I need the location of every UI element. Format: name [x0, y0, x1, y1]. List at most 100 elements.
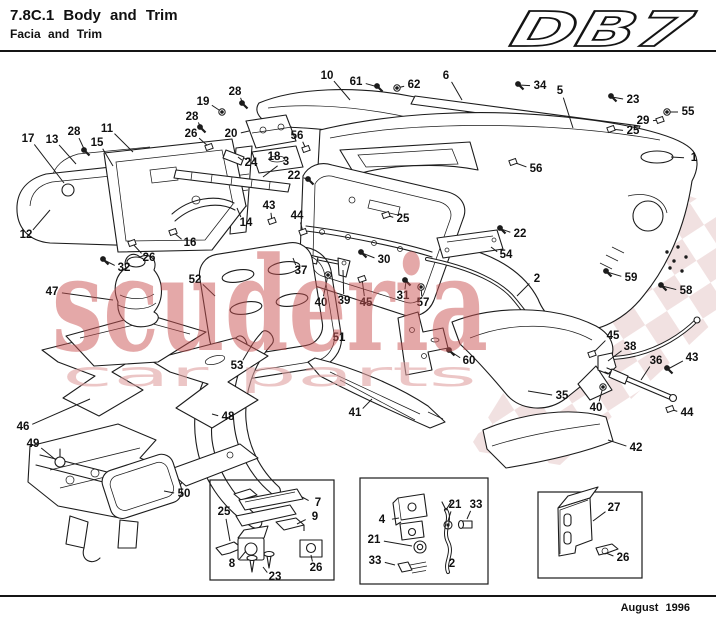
part-hinge-rail-and-brackets	[173, 114, 304, 193]
part-label-3: 3	[283, 156, 289, 168]
leader-line-10	[333, 80, 351, 101]
part-label-29: 29	[637, 115, 650, 127]
watermark-word2: car parts	[62, 355, 477, 395]
leader-line-21	[447, 511, 452, 522]
fastener-screw-icon	[515, 81, 525, 91]
leader-line-47	[61, 292, 114, 301]
part-label-56: 56	[291, 130, 304, 142]
part-label-50: 50	[178, 488, 191, 500]
part-label-38: 38	[624, 341, 637, 353]
part-label-21: 21	[368, 534, 381, 546]
leader-line-15	[102, 148, 114, 167]
part-label-36: 36	[650, 355, 663, 367]
part-trim-panel	[482, 411, 614, 469]
leader-line-33	[466, 510, 472, 520]
leader-line-50	[163, 490, 175, 494]
db7-logo: DB7	[505, 3, 699, 58]
fastener-clip-icon	[301, 144, 311, 154]
header-rule	[0, 50, 716, 52]
leader-line-53	[242, 344, 253, 361]
fastener-clip-icon	[298, 227, 308, 237]
part-label-62: 62	[408, 79, 421, 91]
leader-line-7	[301, 496, 309, 501]
part-label-44: 44	[291, 210, 304, 222]
fastener-nut-icon	[393, 84, 401, 92]
part-label-10: 10	[321, 70, 334, 82]
inset-box-fixings-1	[209, 479, 335, 581]
fastener-screw-icon	[608, 93, 618, 103]
leader-line-24	[237, 156, 243, 161]
fastener-screw-icon	[402, 277, 412, 287]
watermark-word1: scuderia	[52, 228, 488, 381]
part-label-56: 56	[530, 163, 543, 175]
part-label-45: 45	[607, 330, 620, 342]
part-label-40: 40	[315, 297, 328, 309]
part-label-26: 26	[617, 552, 630, 564]
leader-line-12	[32, 209, 51, 231]
fastener-clip-icon	[587, 349, 597, 359]
fastener-nut-icon	[663, 108, 671, 116]
part-label-43: 43	[686, 352, 699, 364]
part-label-59: 59	[625, 272, 638, 284]
part-label-37: 37	[295, 265, 308, 277]
fastener-screw-icon	[658, 282, 668, 292]
leader-line-26	[605, 552, 614, 557]
leader-line-8	[238, 550, 247, 560]
part-label-52: 52	[189, 274, 202, 286]
leader-line-46	[32, 398, 91, 425]
part-label-33: 33	[369, 555, 382, 567]
part-label-31: 31	[397, 290, 410, 302]
leader-line-54	[490, 246, 498, 253]
page-title: 7.8C.1 Body and Trim	[10, 7, 178, 24]
part-label-1: 1	[691, 152, 698, 164]
leader-line-27	[592, 511, 606, 522]
fastener-clip-icon	[655, 115, 665, 125]
part-label-11: 11	[101, 123, 114, 135]
part-label-14: 14	[240, 217, 253, 229]
part-label-9: 9	[312, 511, 318, 523]
diagram-line-art	[16, 89, 701, 585]
leader-line-25	[225, 518, 231, 542]
leader-line-52	[202, 284, 216, 297]
leader-line-14	[236, 207, 242, 218]
part-label-6: 6	[443, 70, 449, 82]
leader-line-20	[240, 130, 250, 134]
part-label-23: 23	[269, 571, 282, 583]
part-label-55: 55	[682, 106, 695, 118]
part-label-13: 13	[46, 134, 59, 146]
leader-line-36	[640, 366, 651, 381]
part-label-42: 42	[630, 442, 643, 454]
part-label-25: 25	[627, 125, 640, 137]
part-label-48: 48	[222, 411, 235, 423]
fastener-screw-icon	[446, 347, 456, 357]
part-label-2: 2	[449, 558, 455, 570]
fastener-nut-icon	[417, 283, 425, 291]
part-label-18: 18	[268, 151, 281, 163]
inset-box-fixings-2	[359, 477, 489, 585]
leader-line-39	[342, 269, 345, 295]
leader-line-5	[562, 97, 574, 129]
part-centre-bezel	[198, 242, 342, 380]
fastener-screw-icon	[603, 268, 613, 278]
part-label-24: 24	[245, 157, 258, 169]
leader-line-2	[516, 283, 530, 297]
part-label-28: 28	[68, 126, 81, 138]
part-label-2: 2	[534, 273, 540, 285]
inset-box-bracket-3	[537, 486, 643, 579]
leader-line-42	[607, 439, 627, 447]
leader-line-34	[518, 84, 531, 87]
footer-rule	[0, 595, 716, 597]
fastener-clip-icon	[381, 210, 391, 220]
fastener-clip-icon	[665, 404, 675, 414]
fastener-screw-icon	[197, 124, 207, 134]
part-label-35: 35	[556, 390, 569, 402]
fastener-clip-icon	[204, 142, 214, 152]
part-label-28: 28	[186, 111, 199, 123]
part-pillar-trim	[307, 357, 446, 429]
leader-line-43	[667, 360, 684, 370]
part-label-20: 20	[225, 128, 238, 140]
fastener-clip-icon	[606, 124, 616, 134]
